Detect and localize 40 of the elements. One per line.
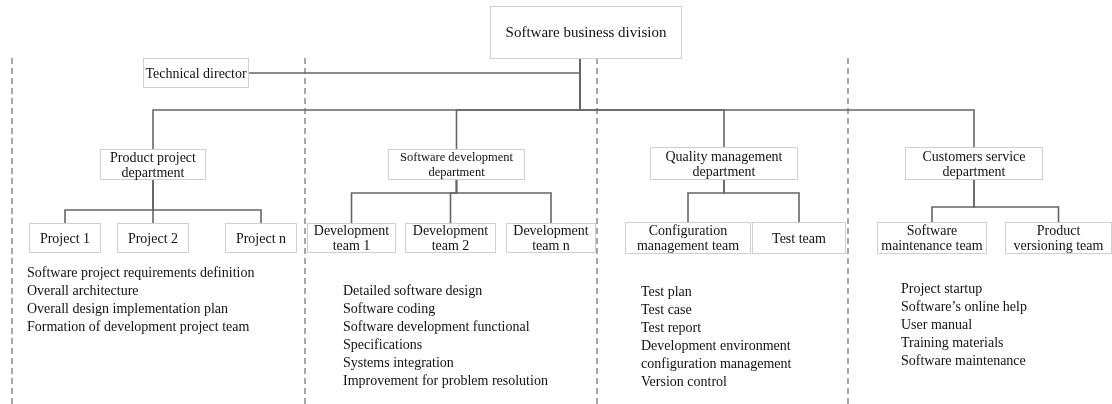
responsibility-text: Version control	[641, 373, 728, 391]
responsibility-text: Project startup	[901, 280, 984, 298]
connector-line	[455, 179, 552, 224]
org-unit-box: Product project department	[100, 149, 206, 180]
responsibility-text: Systems integration	[343, 354, 455, 372]
connector-line	[723, 179, 800, 223]
org-unit-box: Software maintenance team	[877, 222, 987, 254]
connector-line	[973, 179, 1060, 223]
responsibility-text: Test report	[641, 319, 703, 337]
org-unit-box: Project 1	[29, 223, 101, 253]
responsibility-text: Overall architecture	[27, 282, 140, 300]
responsibility-text: Software’s online help	[901, 298, 1027, 316]
org-unit-box: Software development department	[388, 149, 525, 180]
responsibility-text: Software project requirements definition	[27, 264, 255, 282]
responsibility-text: Detailed software design	[343, 282, 484, 300]
org-unit-box: Configuration management team	[625, 222, 751, 254]
responsibility-text: Software development functional	[343, 318, 531, 336]
responsibility-text: Software coding	[343, 300, 437, 318]
org-unit-box: Technical director	[143, 58, 249, 88]
org-unit-box: Test team	[752, 222, 846, 254]
org-unit-box: Customers service department	[905, 147, 1043, 180]
responsibility-text: Test plan	[641, 283, 693, 301]
responsibility-text: Test case	[641, 301, 693, 319]
org-unit-box: Quality management department	[650, 147, 798, 180]
org-unit-box: Development team 1	[307, 223, 396, 253]
org-unit-box: Development team 2	[405, 223, 496, 253]
org-unit-box: Development team n	[506, 223, 596, 253]
responsibility-text: Training materials	[901, 334, 1005, 352]
responsibility-text: Specifications	[343, 336, 424, 354]
org-unit-box: Project 2	[117, 223, 189, 253]
connector-line	[152, 179, 262, 224]
responsibility-text: Overall design implementation plan	[27, 300, 229, 318]
responsibility-text: Development environment configuration management	[641, 337, 793, 373]
org-unit-box: Software business division	[490, 6, 682, 59]
org-unit-box: Product versioning team	[1005, 222, 1112, 254]
responsibility-text: Software maintenance	[901, 352, 1027, 370]
org-unit-box: Project n	[225, 223, 297, 253]
responsibility-text: Formation of development project team	[27, 318, 251, 336]
responsibility-text: Improvement for problem resolution	[343, 372, 548, 390]
responsibility-text: User manual	[901, 316, 974, 334]
